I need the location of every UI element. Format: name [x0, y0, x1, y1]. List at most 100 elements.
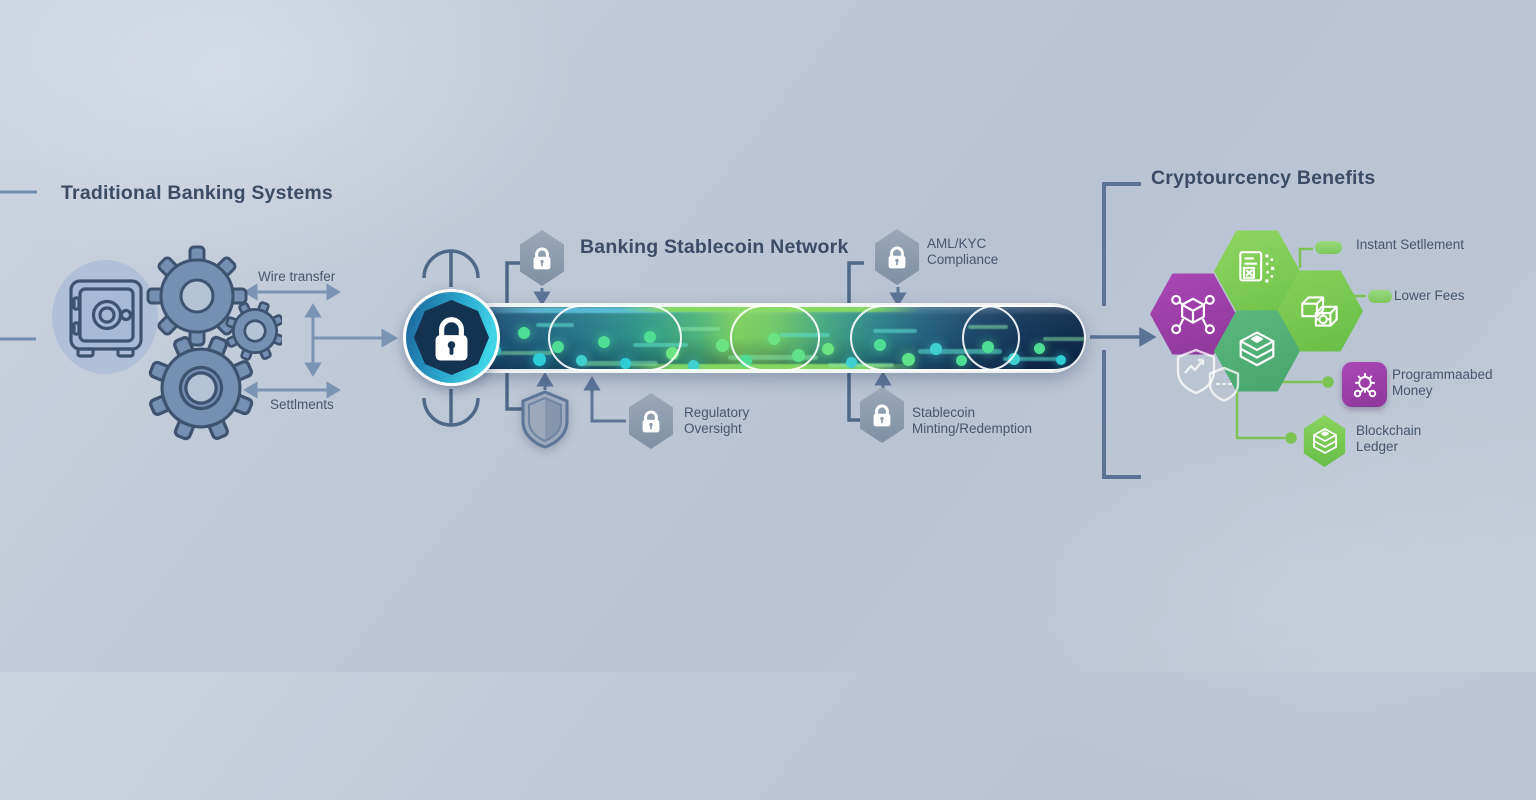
blockchain-node-icon [1171, 294, 1215, 335]
stablecoin-pipe [428, 303, 1086, 373]
pipe-token-dot [740, 355, 752, 367]
lower-fees-label: Lower Fees [1394, 288, 1465, 303]
pipe-streak [1003, 357, 1063, 361]
benefit-pill [1315, 241, 1342, 254]
minting-line2: Minting/Redemption [912, 421, 1033, 436]
lock-icon [533, 247, 551, 270]
pipe-token-dot [716, 339, 729, 352]
pipe-token-dot [822, 343, 834, 355]
pipe-streak [1043, 337, 1084, 341]
lock-icon [873, 404, 891, 427]
programmable-line1: Programmaabed [1392, 367, 1493, 382]
pipe-token-dot [982, 341, 994, 353]
minting-label: Stablecoin Minting/Redemption [912, 405, 1032, 437]
lock-icon [413, 299, 490, 376]
benefits-title: Cryptourcency Benefits [1151, 167, 1376, 189]
aml-kyc-line2: Compliance [927, 252, 999, 267]
pipe-token-dot [620, 358, 631, 369]
pipe-streak [780, 333, 830, 337]
callout-arrow-lock-top [533, 288, 551, 306]
pipe-streak [728, 355, 818, 360]
pipe-token-dot [846, 357, 857, 368]
aml-kyc-label: AML/KYC Compliance [927, 236, 998, 268]
ledger-line1: Blockchain [1356, 423, 1422, 438]
pipe-green-edge-bottom [620, 364, 920, 371]
sync-arc-top [422, 249, 480, 287]
pipe-token-dot [688, 360, 699, 371]
vault-icon [69, 279, 143, 358]
wire-transfer-arrow [243, 283, 341, 301]
wire-transfer-label: Wire transfer [258, 269, 336, 284]
aml-kyc-line1: AML/KYC [927, 236, 987, 251]
regulatory-line2: Oversight [684, 421, 742, 436]
pipe-streak [536, 323, 574, 327]
pipe-token-dot [792, 349, 805, 362]
dual-shield-icon [1176, 348, 1240, 402]
programmable-line2: Money [1392, 383, 1433, 398]
pipe-token-dot [598, 336, 610, 348]
gear-icon [225, 301, 282, 361]
pipe-token-dot [644, 331, 656, 343]
pipe-streak [633, 343, 688, 347]
blocks-icon [1301, 296, 1338, 327]
pipe-token-dot [874, 339, 886, 351]
pipe-token-dot [1008, 353, 1020, 365]
bank-to-network-arrow [313, 328, 398, 348]
ledger-line2: Ledger [1356, 439, 1399, 454]
lock-icon [888, 246, 906, 269]
gears-icon [146, 245, 282, 441]
pipe-token-dot [1056, 355, 1066, 365]
pipe-streak [873, 329, 917, 333]
network-title: Banking Stablecoin Network [580, 236, 849, 258]
callout-elbow-regulatory [583, 376, 626, 423]
secure-entry-node [403, 289, 500, 386]
smart-contract-icon [1239, 251, 1275, 283]
lock-icon [642, 410, 660, 433]
pipe-token-dot [956, 355, 967, 366]
pipe-streak [578, 361, 658, 366]
callout-arrow-aml [889, 287, 907, 307]
pipe-green-edge-top [620, 305, 920, 312]
pipe-streak [828, 363, 894, 367]
vertical-double-arrow [304, 303, 322, 377]
edge-line [0, 190, 37, 341]
programmable-money-badge [1342, 362, 1387, 407]
network-to-benefits-arrow [1090, 326, 1157, 348]
gear-icon [146, 245, 248, 347]
pipe-token-dot [533, 353, 546, 366]
pipe-token-dot [576, 355, 587, 366]
settlements-arrow [243, 381, 341, 399]
benefits-bracket [1102, 182, 1141, 479]
gear-icon [148, 335, 254, 441]
minting-line1: Stablecoin [912, 405, 976, 420]
gear-code-icon [1353, 372, 1376, 397]
left-title: Traditional Banking Systems [61, 182, 333, 204]
benefit-pill [1368, 290, 1392, 303]
pipe-token-dot [902, 353, 915, 366]
pipe-token-dot [518, 327, 530, 339]
pipe-shading [430, 305, 1084, 371]
pipe-streak [482, 351, 552, 355]
pipe-highlight [485, 308, 695, 313]
connector-lines-layer [0, 182, 1366, 479]
regulatory-label: Regulatory Oversight [684, 405, 749, 437]
instant-settlement-label: Instant Setllement [1356, 237, 1465, 252]
blockchain-ledger-label: Blockchain Ledger [1356, 423, 1421, 455]
programmable-money-label: Programmaabed Money [1392, 367, 1493, 399]
settlements-label: Settlments [270, 397, 334, 412]
layer-stack-icon [1239, 331, 1275, 367]
pipe-streak [968, 325, 1008, 329]
ledger-stack-icon [1312, 428, 1337, 454]
callout-arrow-minting [874, 371, 892, 389]
shield-icon [521, 390, 569, 449]
pipe-token-dot [552, 341, 564, 353]
pipe-token-dot [768, 333, 780, 345]
pipe-token-dot [1034, 343, 1045, 354]
regulatory-line1: Regulatory [684, 405, 750, 420]
pipe-streak [918, 349, 1002, 354]
sync-arc-bottom [422, 389, 480, 427]
pipe-streak [678, 327, 720, 331]
pipe-token-dot [666, 347, 679, 360]
pipe-token-dot [930, 343, 942, 355]
callout-arrow-shield [536, 372, 554, 390]
